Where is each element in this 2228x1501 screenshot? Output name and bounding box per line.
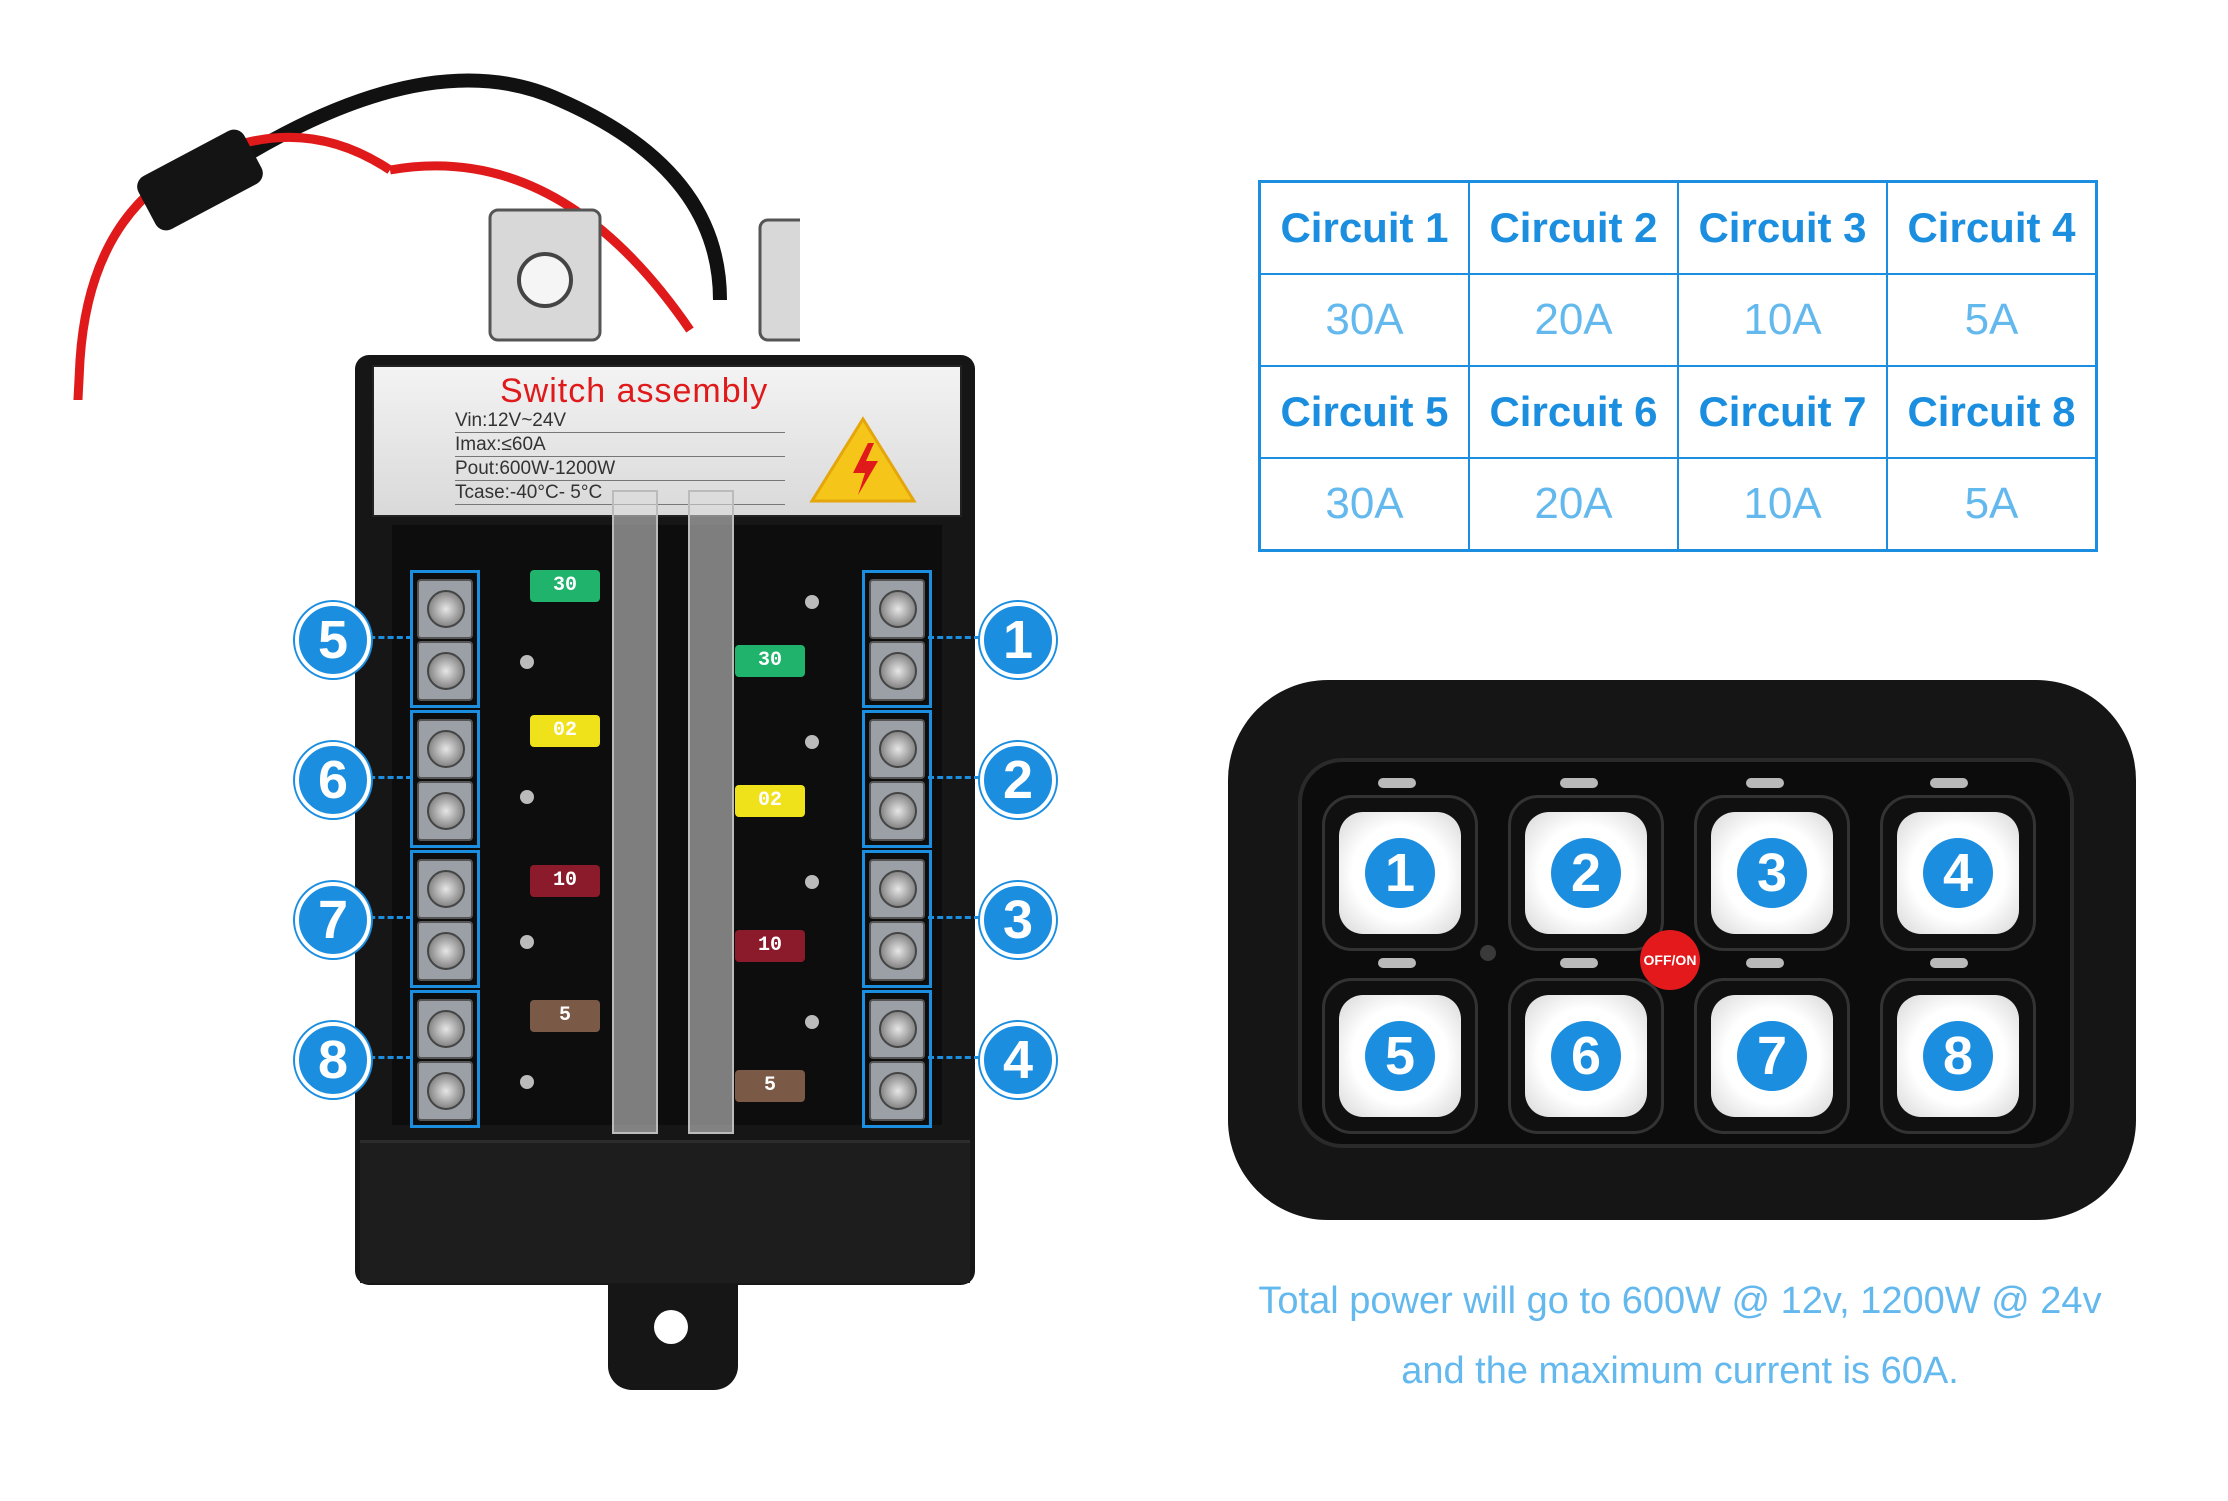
channel-badge-5: 5 [295,602,371,678]
table-cell: 30A [1258,273,1470,367]
warning-icon [809,416,917,503]
terminal-group-2 [862,710,932,848]
assembly-title: Switch assembly [500,372,769,410]
table-header-row: Circuit 1 Circuit 2 Circuit 3 Circuit 4 [1258,180,2098,275]
fuse-20a: 02 [735,785,805,817]
fuse-5a: 5 [735,1070,805,1102]
terminal-group-4 [862,990,932,1128]
table-header-cell: Circuit 6 [1468,365,1679,459]
table-cell: 30A [1258,457,1470,552]
power-note-line1: Total power will go to 600W @ 12v, 1200W… [1258,1280,2102,1322]
terminal-group-6 [410,710,480,848]
mount-hole-icon [654,1310,688,1344]
keypad-button-8[interactable]: 8 [1880,978,2036,1134]
table-header-cell: Circuit 8 [1886,365,2098,459]
fuse-10a: 10 [735,930,805,962]
empty-slot-icon [805,595,819,609]
keypad-button-6[interactable]: 6 [1508,978,1664,1134]
channel-badge-2: 2 [980,742,1056,818]
status-led-icon [1480,945,1496,961]
table-header-cell: Circuit 7 [1677,365,1888,459]
terminal-group-1 [862,570,932,708]
keypad-button-1[interactable]: 1 [1322,795,1478,951]
spec-line: Vin:12V~24V [455,410,785,433]
indicator-led [1378,778,1416,788]
indicator-led [1930,958,1968,968]
channel-badge-3: 3 [980,882,1056,958]
terminal-group-8 [410,990,480,1128]
terminal-group-5 [410,570,480,708]
table-header-cell: Circuit 2 [1468,180,1679,275]
button-number: 6 [1551,1021,1621,1091]
wire-harness-icon [73,73,800,400]
table-cell: 5A [1886,273,2098,367]
keypad-button-3[interactable]: 3 [1694,795,1850,951]
keypad-button-2[interactable]: 2 [1508,795,1664,951]
empty-slot-icon [805,735,819,749]
divider-rail [612,490,658,1134]
channel-badge-6: 6 [295,742,371,818]
indicator-led [1930,778,1968,788]
table-cell: 5A [1886,457,2098,552]
fuse-30a: 30 [530,570,600,602]
spec-line: Imax:≤60A [455,434,785,457]
keypad-button-5[interactable]: 5 [1322,978,1478,1134]
circuit-rating-table: Circuit 1 Circuit 2 Circuit 3 Circuit 4 … [1258,180,2098,552]
channel-badge-8: 8 [295,1022,371,1098]
indicator-led [1378,958,1416,968]
button-number: 2 [1551,838,1621,908]
table-header-cell: Circuit 4 [1886,180,2098,275]
indicator-led [1560,958,1598,968]
empty-slot-icon [520,935,534,949]
table-cell: 10A [1677,457,1888,552]
terminal-group-3 [862,850,932,988]
indicator-led [1746,778,1784,788]
channel-badge-1: 1 [980,602,1056,678]
indicator-led [1560,778,1598,788]
empty-slot-icon [520,790,534,804]
table-header-row: Circuit 5 Circuit 6 Circuit 7 Circuit 8 [1258,365,2098,459]
channel-badge-7: 7 [295,882,371,958]
empty-slot-icon [520,1075,534,1089]
spec-line: Pout:600W-1200W [455,458,785,481]
channel-badge-4: 4 [980,1022,1056,1098]
power-button[interactable]: OFF/ON [1640,930,1700,990]
fuse-10a: 10 [530,865,600,897]
fuse-30a: 30 [735,645,805,677]
keypad-button-7[interactable]: 7 [1694,978,1850,1134]
fuse-5a: 5 [530,1000,600,1032]
button-number: 5 [1365,1021,1435,1091]
table-header-cell: Circuit 5 [1258,365,1470,459]
power-note-line2: and the maximum current is 60A. [1401,1350,1959,1392]
button-number: 1 [1365,838,1435,908]
bottom-cover [360,1140,970,1283]
table-row: 30A 20A 10A 5A [1258,457,2098,552]
table-header-cell: Circuit 1 [1258,180,1470,275]
table-cell: 20A [1468,273,1679,367]
table-row: 30A 20A 10A 5A [1258,273,2098,367]
keypad-button-4[interactable]: 4 [1880,795,2036,951]
table-cell: 10A [1677,273,1888,367]
indicator-led [1746,958,1784,968]
fuse-20a: 02 [530,715,600,747]
table-cell: 20A [1468,457,1679,552]
divider-rail [688,490,734,1134]
button-number: 4 [1923,838,1993,908]
terminal-group-7 [410,850,480,988]
button-number: 3 [1737,838,1807,908]
empty-slot-icon [520,655,534,669]
table-header-cell: Circuit 3 [1677,180,1888,275]
terminal-bay [392,525,942,1125]
empty-slot-icon [805,875,819,889]
empty-slot-icon [805,1015,819,1029]
button-number: 8 [1923,1021,1993,1091]
button-number: 7 [1737,1021,1807,1091]
